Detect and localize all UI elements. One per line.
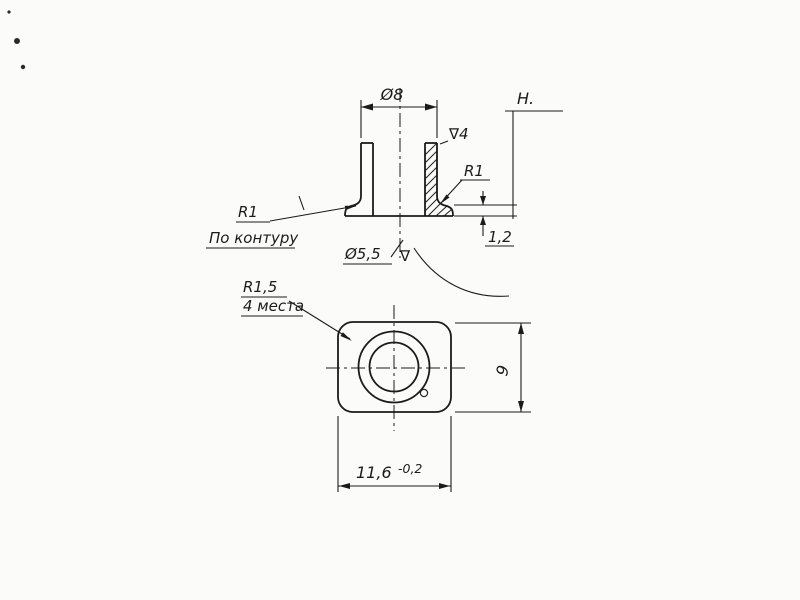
- front-section-view: Ø8 H. ∇4 R1 1,2: [206, 85, 563, 297]
- part-outline-front: [344, 142, 454, 217]
- dim-label-width: 11,6: [356, 463, 392, 482]
- section-hatching: [424, 142, 453, 217]
- dimension-flange-thickness: 1,2: [454, 191, 517, 247]
- leader-fillet-right: R1: [440, 162, 490, 204]
- datum-h: H.: [505, 89, 563, 219]
- fillet-left-note-label: По контуру: [209, 229, 299, 247]
- dim-label-width-tolerance: -0,2: [398, 461, 422, 476]
- dimension-width: 11,6 -0,2: [337, 416, 452, 492]
- dimension-dia-outer: Ø8: [360, 85, 438, 138]
- finish-top-label: ∇4: [448, 125, 469, 143]
- scan-artifacts: [7, 10, 429, 398]
- corner-radius-label: R1,5: [243, 278, 277, 296]
- dim-label-dia-outer: Ø8: [380, 85, 404, 104]
- dim-label-height: 9: [492, 363, 513, 378]
- plan-view: R1,5 4 места 9 11,6 -0,2: [241, 278, 531, 492]
- corner-radius-note-label: 4 места: [243, 297, 304, 315]
- reference-curve: [413, 247, 510, 297]
- dim-label-flange-thickness: 1,2: [488, 228, 512, 246]
- leader-corner-radius: R1,5 4 места: [241, 278, 352, 341]
- part-outline-plan: [337, 321, 452, 413]
- dimension-height: 9: [455, 322, 531, 413]
- finish-mark-top: ∇4: [439, 125, 469, 145]
- fillet-right-label: R1: [464, 162, 484, 180]
- dim-label-dia-hole: Ø5,5: [344, 245, 381, 263]
- finish-hole-label: ∇: [399, 247, 411, 265]
- datum-label: H.: [517, 89, 534, 108]
- fillet-left-label: R1: [238, 203, 258, 221]
- callout-dia-hole: Ø5,5 ∇: [343, 239, 411, 265]
- leader-fillet-left: R1 По контуру: [206, 195, 357, 249]
